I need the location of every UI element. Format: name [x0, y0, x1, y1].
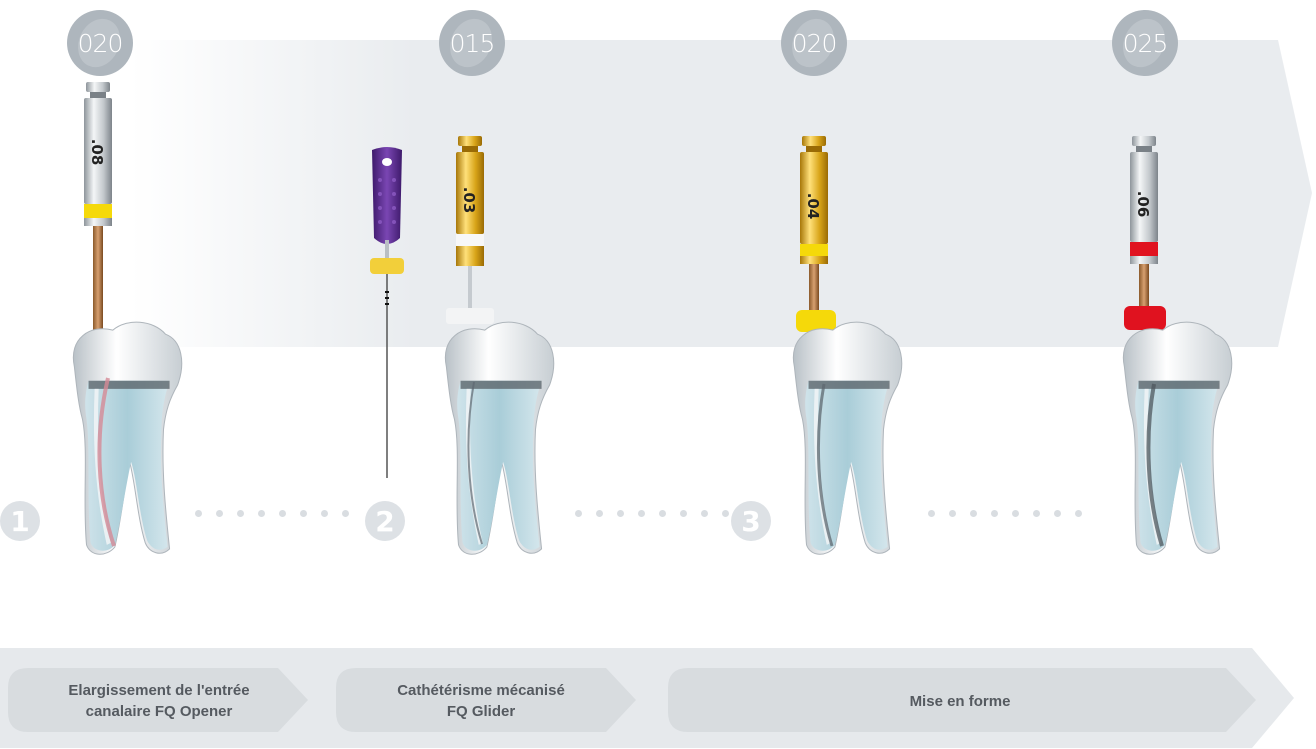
step-dots-2 [575, 509, 729, 517]
tooth-opener [64, 318, 186, 556]
taper-label-opener: .08 [88, 139, 106, 166]
taper-label-glider: .03 [460, 187, 478, 214]
size-badge-opener: 020 [67, 10, 133, 76]
step-number-1: 1 [0, 501, 40, 541]
taper-label-shaper-025: .06 [1134, 191, 1152, 218]
tooth-shaper-020 [784, 318, 906, 556]
stage-label-shaping: Mise en forme [680, 670, 1240, 732]
step-dots-1 [195, 509, 349, 517]
step-number-3: 3 [731, 501, 771, 541]
size-badge-shaper-025: 025 [1112, 10, 1178, 76]
step-dots-3 [928, 509, 1082, 517]
tooth-glider [436, 318, 558, 556]
file-instrument-shaper-020: .04 [786, 136, 846, 336]
stage-label-glider: Cathétérisme mécanisé FQ Glider [346, 670, 616, 732]
hand-file-purple [364, 146, 410, 482]
size-badge-glider: 015 [439, 10, 505, 76]
stage-label-opener: Elargissement de l'entrée canalaire FQ O… [24, 670, 294, 732]
taper-label-shaper-020: .04 [804, 193, 822, 220]
step-number-2: 2 [365, 501, 405, 541]
file-instrument-glider: .03 [442, 136, 502, 326]
tooth-shaper-025 [1114, 318, 1236, 556]
size-badge-shaper-020: 020 [781, 10, 847, 76]
file-instrument-shaper-025: .06 [1116, 136, 1176, 336]
file-instrument-opener: .08 [70, 82, 130, 342]
